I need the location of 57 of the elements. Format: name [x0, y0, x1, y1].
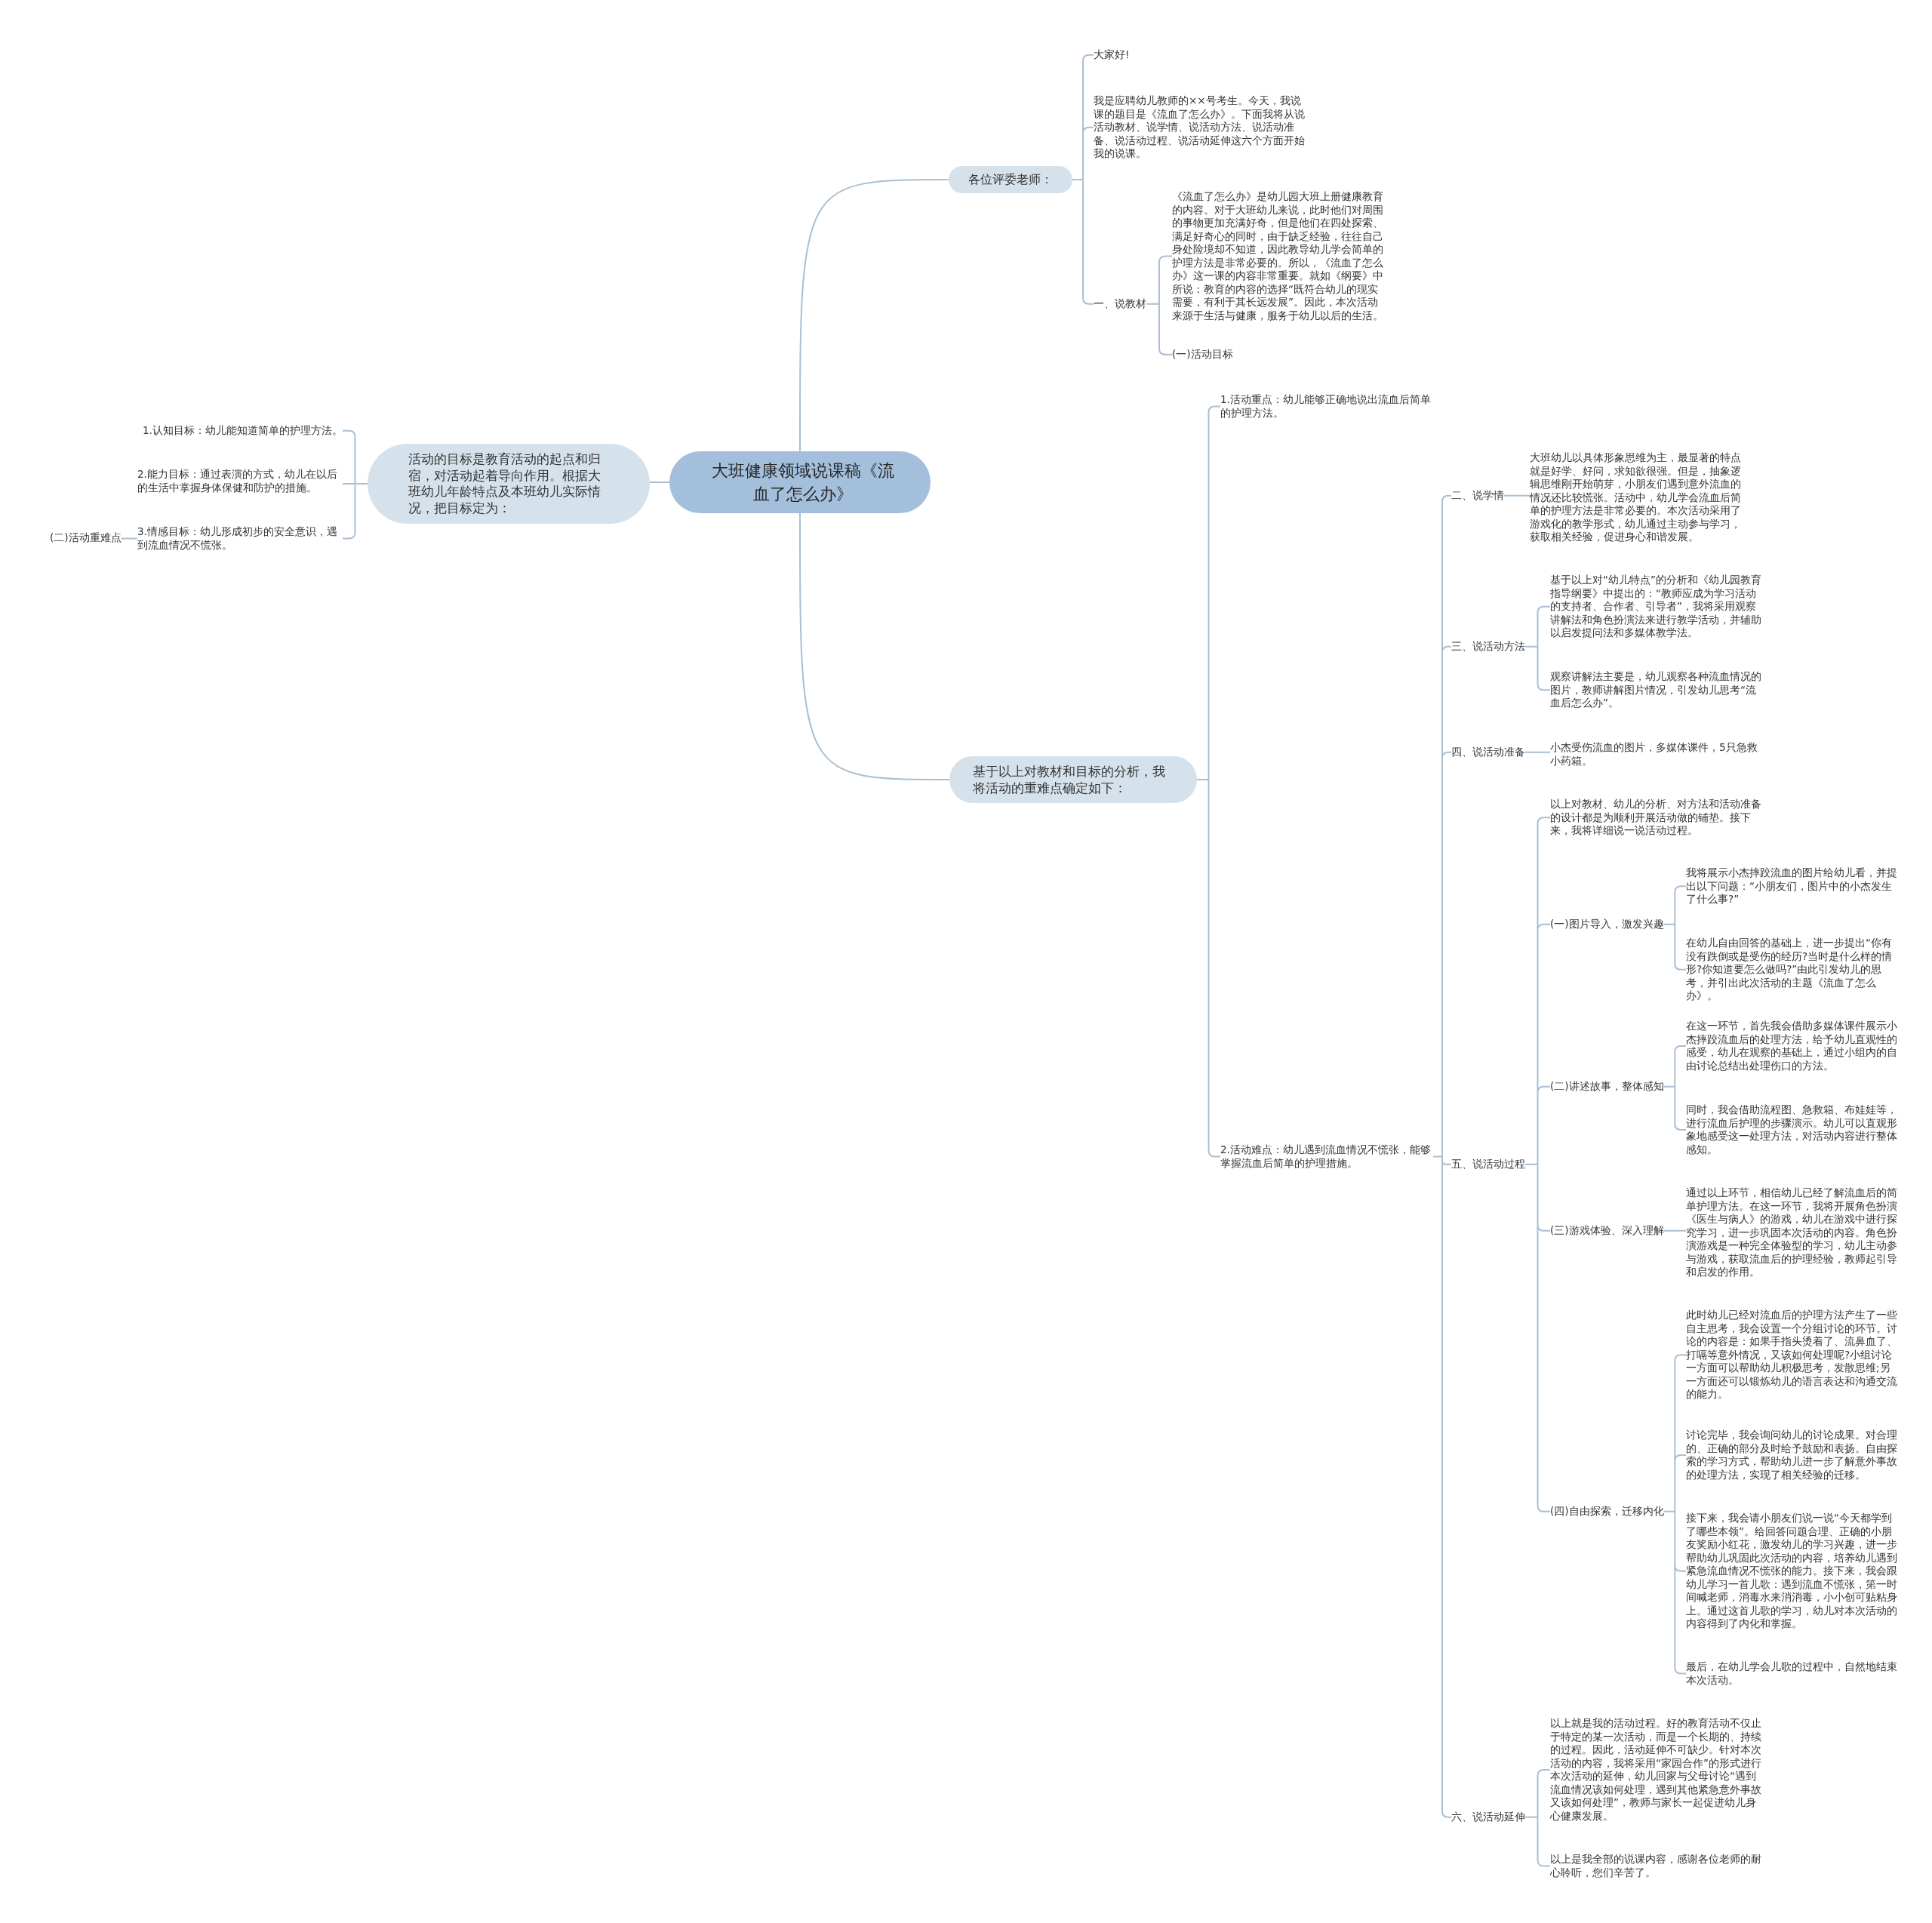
subtopic-label: 四、说活动准备 — [1451, 746, 1525, 759]
connector-line — [799, 179, 949, 452]
subtopic-label: 六、说活动延伸 — [1451, 1811, 1525, 1824]
connector-line — [1196, 405, 1221, 1158]
subtopic-label: (四)自由探索，迁移内化 — [1550, 1505, 1664, 1518]
subtopic-label: 二、说学情 — [1451, 489, 1504, 503]
topic-note: 此时幼儿已经对流血后的护理方法产生了一些自主思考，我会设置一个分组讨论的环节。讨论的内容是：如果手指头烫着了、流鼻血了、打嗝等意外情况，又该如何处理呢?小组讨论一方面可以帮助幼儿积极思考，发散思维;另一方面还可以锻炼幼儿的语言表达和沟通交流的能力。 — [1686, 1309, 1899, 1401]
connector-line — [1663, 1229, 1687, 1232]
topic-note: 3.情感目标：幼儿形成初步的安全意识，遇到流血情况不慌张。 — [137, 525, 343, 552]
connector-line — [1663, 1354, 1687, 1675]
connector-line — [1663, 1045, 1687, 1131]
topic-note: 同时，我会借助流程图、急救箱、布娃娃等，进行流血后护理的步骤演示。幼儿可以直观形象地感受这一处理方法，对活动内容进行整体感知。 — [1686, 1103, 1899, 1156]
topic-note: 以上就是我的活动过程。好的教育活动不仅止于特定的某一次活动，而是一个长期的、持续的过程。因此，活动延伸不可缺少。针对本次活动的内容，我将采用“家园合作”的形式进行本次活动的延伸，幼儿回家与父母讨论“遇到流血情况该如何处理，遇到其他紧急意外事故又该如何处理”，教师与家长一起促进幼儿身心健康发展。 — [1550, 1717, 1763, 1823]
topic-note: 在这一环节，首先我会借助多媒体课件展示小杰摔跤流血后的处理方法，给予幼儿直观性的感受，幼儿在观察的基础上，通过小组内的自由讨论总结出处理伤口的方法。 — [1686, 1020, 1899, 1072]
connector-line — [1524, 605, 1551, 691]
topic-note: 我是应聘幼儿教师的××号考生。今天，我说课的题目是《流血了怎么办》。下面我将从说活动教材、说学情、说活动方法、说活动准备、说活动过程、说活动延伸这六个方面开始我的说课。 — [1094, 94, 1306, 161]
main-topic: 基于以上对教材和目标的分析，我将活动的重难点确定如下： — [949, 756, 1197, 803]
topic-note: 最后，在幼儿学会儿歌的过程中，自然地结束本次活动。 — [1686, 1660, 1899, 1687]
connector-line — [799, 512, 950, 780]
connector-line — [120, 537, 138, 540]
subtopic-label: (一)图片导入，激发兴趣 — [1550, 918, 1664, 931]
subtopic-label: (一)活动目标 — [1172, 348, 1233, 362]
connector-line — [1432, 494, 1452, 1818]
topic-note: 小杰受伤流血的图片，多媒体课件，5只急救小药箱。 — [1550, 741, 1763, 768]
topic-note: 以上对教材、幼儿的分析、对方法和活动准备的设计都是为顺利开展活动做的铺垫。接下来，我将详细说一说活动过程。 — [1550, 798, 1763, 838]
topic-note: 2.活动难点：幼儿遇到流血情况不慌张，能够掌握流血后简单的护理措施。 — [1220, 1143, 1433, 1170]
topic-note: 《流血了怎么办》是幼儿园大班上册健康教育的内容。对于大班幼儿来说，此时他们对周围的事物更加充满好奇，但是他们在四处探索、满足好奇心的同时，由于缺乏经验，往往自己身处险境却不知道，因此教导幼儿学会简单的护理方法是非常必要的。所以，《流血了怎么办》这一课的内容非常重要。就如《纲要》中所说：教育的内容的选择“既符合幼儿的现实需要，有利于其长远发展”。因此，本次活动来源于生活与健康，服务于幼儿以后的生活。 — [1172, 190, 1385, 322]
topic-note: 大班幼儿以具体形象思维为主，最显著的特点就是好学、好问，求知欲很强。但是，抽象逻辑思维刚开始萌芽，小朋友们遇到意外流血的情况还比较慌张。活动中，幼儿学会流血后简单的护理方法是非常必要的。本次活动采用了游戏化的教学形式，幼儿通过主动参与学习，获取相关经验，促进身心和谐发展。 — [1530, 451, 1743, 544]
topic-note: 讨论完毕，我会询问幼儿的讨论成果。对合理的、正确的部分及时给予鼓励和表扬。自由探索的学习方式，帮助幼儿进一步了解意外事故的处理方法，实现了相关经验的迁移。 — [1686, 1429, 1899, 1481]
subtopic-label: 1.认知目标：幼儿能知道简单的护理方法。 — [137, 424, 343, 438]
connector-line — [1524, 1769, 1551, 1867]
main-topic: 活动的目标是教育活动的起点和归宿，对活动起着导向作用。根据大班幼儿年龄特点及本班幼儿实际情况，把目标定为： — [368, 444, 650, 524]
topic-note: 以上是我全部的说课内容，感谢各位老师的耐心聆听，您们辛苦了。 — [1550, 1853, 1763, 1879]
topic-note: 基于以上对“幼儿特点”的分析和《幼儿园教育指导纲要》中提出的：“教师应成为学习活动的支持者、合作者、引导者”，我将采用观察讲解法和角色扮演法来进行教学活动，并辅助以启发提问法和多媒体教学法。 — [1550, 574, 1763, 640]
subtopic-label: (二)讲述故事，整体感知 — [1550, 1080, 1664, 1094]
topic-note: 接下来，我会请小朋友们说一说“今天都学到了哪些本领”。给回答问题合理、正确的小朋友奖励小红花，激发幼儿的学习兴趣，进一步帮助幼儿巩固此次活动的内容，培养幼儿遇到紧急流血情况不慌张的能力。接下来，我会跟幼儿学习一首儿歌：遇到流血不慌张，第一时间喊老师，消毒水来消消毒，小小创可贴粘身上。通过这首儿歌的学习，幼儿对本次活动的内容得到了内化和掌握。 — [1686, 1512, 1899, 1631]
connector-line — [1663, 885, 1687, 971]
topic-note: 我将展示小杰摔跤流血的图片给幼儿看，并提出以下问题：“小朋友们，图片中的小杰发生了什么事?” — [1686, 866, 1899, 906]
subtopic-label: 五、说活动过程 — [1451, 1158, 1525, 1171]
main-topic: 各位评委老师： — [949, 166, 1072, 193]
connector-line — [1072, 54, 1094, 305]
topic-note: 通过以上环节，相信幼儿已经了解流血后的简单护理方法。在这一环节，我将开展角色扮演《医生与病人》的游戏，幼儿在游戏中进行探究学习，进一步巩固本次活动的内容。角色扮演游戏是一种完全体验型的学习，幼儿主动参与游戏，获取流血后的护理经验，教师起引导和启发的作用。 — [1686, 1186, 1899, 1279]
connector-line — [1524, 751, 1551, 753]
topic-note: 2.能力目标：通过表演的方式，幼儿在以后的生活中掌握身体保健和防护的措施。 — [137, 468, 343, 494]
subtopic-label: 三、说活动方法 — [1451, 640, 1525, 654]
connector-line — [342, 429, 368, 540]
subtopic-label: (三)游戏体验、深入理解 — [1550, 1224, 1664, 1238]
connector-line — [1524, 817, 1551, 1512]
topic-note: 观察讲解法主要是，幼儿观察各种流血情况的图片，教师讲解图片情况，引发幼儿思考“流血后怎么办”。 — [1550, 670, 1763, 710]
subtopic-label: 一、说教材 — [1094, 297, 1146, 311]
subtopic-label: 大家好! — [1094, 48, 1130, 62]
connector-line — [649, 482, 670, 483]
connector-line — [1503, 494, 1531, 497]
subtopic-label: (二)活动重难点 — [50, 531, 122, 545]
central-topic: 大班健康领域说课稿《流血了怎么办》 — [669, 451, 931, 513]
topic-note: 1.活动重点：幼儿能够正确地说出流血后简单的护理方法。 — [1220, 393, 1433, 420]
topic-note: 在幼儿自由回答的基础上，进一步提出“你有没有跌倒或是受伤的经历?当时是什么样的情形?你知道要怎么做吗?”由此引发幼儿的思考，并引出此次活动的主题《流血了怎么办》。 — [1686, 937, 1899, 1003]
